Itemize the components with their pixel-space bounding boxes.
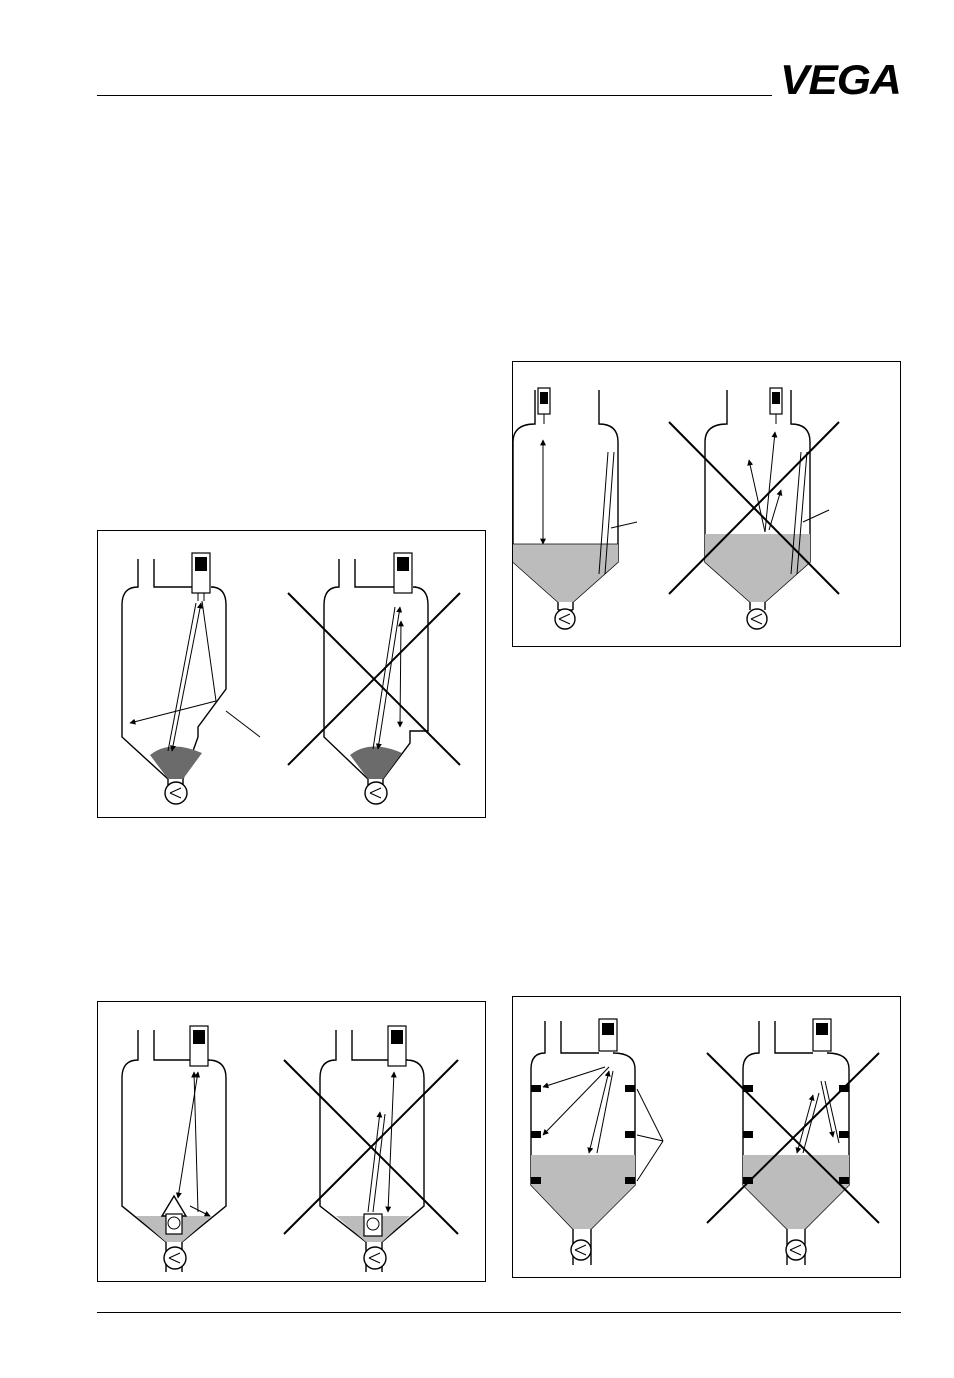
figure-struts (512, 361, 901, 647)
vega-logo: VEGA (780, 58, 904, 102)
logo-text: VEGA (780, 58, 910, 102)
figure-internals-drawing (98, 1002, 487, 1283)
figure-ledges (512, 996, 901, 1278)
header-rule (97, 95, 772, 96)
figure-deflector-drawing (98, 531, 487, 819)
figure-deflector (97, 530, 486, 818)
figure-internals (97, 1001, 486, 1282)
figure-ledges-drawing (513, 997, 902, 1279)
footer-rule (97, 1312, 901, 1313)
figure-struts-drawing (513, 362, 902, 648)
